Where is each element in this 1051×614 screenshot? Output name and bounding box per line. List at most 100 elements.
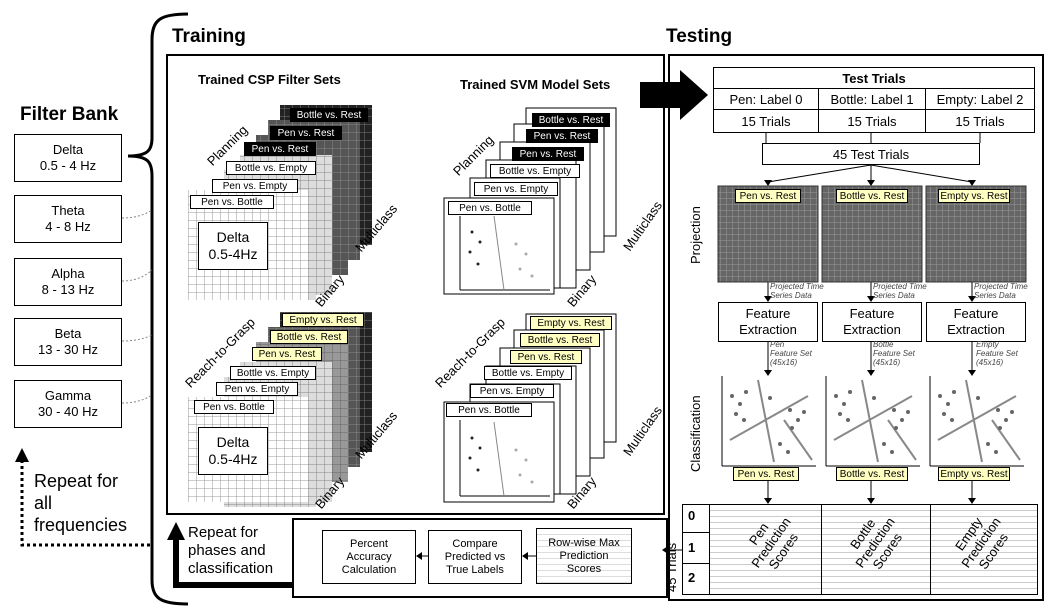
csp-plan-label-4: Bottle vs. Empty xyxy=(226,161,316,175)
svm-plan-label-6: Pen vs. Bottle xyxy=(448,201,532,215)
fs-line: Empty xyxy=(976,340,999,349)
svm-plan-label-1: Bottle vs. Rest xyxy=(532,113,610,127)
class-label-bottle: Bottle vs. Rest xyxy=(836,467,908,481)
step-line: Row-wise Max xyxy=(548,536,620,549)
fs-line: Feature Set xyxy=(873,349,915,358)
proj-note-pen: Projected Time Series Data xyxy=(770,282,824,300)
svm-plan-label-3: Pen vs. Rest xyxy=(512,147,584,161)
repeat-freq-arrow xyxy=(20,458,150,547)
csp-reach-label-1: Empty vs. Rest xyxy=(282,313,364,327)
proj-label-pen: Pen vs. Rest xyxy=(735,189,801,203)
step-line: True Labels xyxy=(446,563,504,576)
band-range: 13 - 30 Hz xyxy=(38,342,98,357)
note-line: classification xyxy=(188,560,274,577)
feature-set-pen: Pen Feature Set (45x16) xyxy=(770,340,812,367)
band-name: Alpha xyxy=(51,266,85,281)
step-compare: Compare Predicted vs True Labels xyxy=(428,530,522,584)
feature-extraction-bottle: Feature Extraction xyxy=(822,302,922,342)
svm-reach-label-4: Bottle vs. Empty xyxy=(484,366,572,380)
csp-plan-label-6: Pen vs. Bottle xyxy=(190,195,274,209)
col-divider xyxy=(821,504,822,595)
count-cell-empty: 15 Trials xyxy=(925,109,1035,133)
csp-reach-label-3: Pen vs. Rest xyxy=(252,347,322,361)
fe-line: Feature xyxy=(849,306,895,321)
band-range: 30 - 40 Hz xyxy=(38,404,98,419)
svm-reach-label-6: Pen vs. Bottle xyxy=(446,403,532,417)
note-line: Series Data xyxy=(770,291,812,300)
note-line: Projected Time xyxy=(974,282,1028,291)
proj-note-bottle: Projected Time Series Data xyxy=(873,282,927,300)
step-line: Accuracy xyxy=(346,550,392,563)
fs-line: (45x16) xyxy=(873,358,901,367)
training-panel xyxy=(166,54,665,515)
testing-panel xyxy=(668,54,1044,601)
row-divider xyxy=(682,532,710,533)
svm-plan-label-4: Bottle vs. Empty xyxy=(490,164,580,178)
count-cell-pen: 15 Trials xyxy=(713,109,819,133)
csp-reach-label-6: Pen vs. Bottle xyxy=(194,400,274,414)
fe-line: Feature xyxy=(745,306,791,321)
csp-plan-label-2: Pen vs. Rest xyxy=(270,126,342,140)
repeat-phase-arrow xyxy=(173,535,292,588)
label-cell-empty: Empty: Label 2 xyxy=(925,88,1035,110)
csp-plan-label-1: Bottle vs. Rest xyxy=(290,108,368,122)
fs-line: Feature Set xyxy=(770,349,812,358)
delta-range: 0.5-4Hz xyxy=(208,246,258,262)
svm-reach-label-2: Bottle vs. Rest xyxy=(520,333,600,347)
csp-plan-label-5: Pen vs. Empty xyxy=(212,179,298,193)
note-line: all xyxy=(34,493,53,513)
band-alpha: Alpha 8 - 13 Hz xyxy=(14,258,122,306)
delta-label: Delta xyxy=(216,229,250,245)
fe-line: Extraction xyxy=(843,322,901,337)
training-brace xyxy=(127,12,189,606)
classification-plot-bottle xyxy=(825,376,920,467)
band-name: Theta xyxy=(51,203,85,218)
step-line: Prediction xyxy=(559,549,609,562)
row-index-1: 1 xyxy=(688,540,696,555)
note-line: Repeat for xyxy=(34,471,119,491)
feature-set-empty: Empty Feature Set (45x16) xyxy=(976,340,1018,367)
class-label-pen: Pen vs. Rest xyxy=(733,467,799,481)
note-line: Projected Time xyxy=(873,282,927,291)
step-accuracy: Percent Accuracy Calculation xyxy=(322,530,416,584)
note-line: Projected Time xyxy=(770,282,824,291)
fs-line: Bottle xyxy=(873,340,894,349)
note-line: phases and xyxy=(188,542,266,559)
step-line: Scores xyxy=(566,562,602,575)
band-range: 8 - 13 Hz xyxy=(41,282,95,297)
step-line: Percent xyxy=(350,537,388,550)
band-name: Delta xyxy=(52,142,84,157)
band-beta: Beta 13 - 30 Hz xyxy=(14,318,122,366)
fe-line: Feature xyxy=(953,306,999,321)
proj-note-empty: Projected Time Series Data xyxy=(974,282,1028,300)
row-index-0: 0 xyxy=(688,508,696,523)
band-gamma: Gamma 30 - 40 Hz xyxy=(14,380,122,428)
class-label-empty: Empty vs. Rest xyxy=(938,467,1010,481)
prediction-table xyxy=(682,504,1038,595)
fe-line: Extraction xyxy=(739,322,797,337)
delta-label: Delta xyxy=(216,434,250,450)
svm-reach-label-5: Pen vs. Empty xyxy=(470,384,554,398)
svm-plan-label-5: Pen vs. Empty xyxy=(474,182,558,196)
fs-line: (45x16) xyxy=(770,358,798,367)
band-delta: Delta 0.5 - 4 Hz xyxy=(14,134,122,182)
step-row-wise-max: Row-wise Max Prediction Scores xyxy=(536,528,632,584)
training-title: Training xyxy=(172,26,246,47)
csp-plan-label-3: Pen vs. Rest xyxy=(244,142,316,156)
repeat-phase-note: Repeat for phases and classification xyxy=(188,524,273,578)
note-line: Repeat for xyxy=(188,524,259,541)
proj-label-bottle: Bottle vs. Rest xyxy=(836,189,908,203)
step-line: Predicted vs xyxy=(444,550,506,563)
testing-title: Testing xyxy=(666,26,733,47)
total-trials-box: 45 Test Trials xyxy=(762,143,980,165)
training-to-testing-arrow xyxy=(640,70,708,120)
proj-label-empty: Empty vs. Rest xyxy=(938,189,1010,203)
fe-line: Extraction xyxy=(947,322,1005,337)
csp-reach-label-5: Pen vs. Empty xyxy=(216,382,298,396)
csp-reach-label-4: Bottle vs. Empty xyxy=(230,366,316,380)
band-range: 4 - 8 Hz xyxy=(45,219,91,234)
band-range: 0.5 - 4 Hz xyxy=(39,158,97,173)
band-theta: Theta 4 - 8 Hz xyxy=(14,195,122,243)
